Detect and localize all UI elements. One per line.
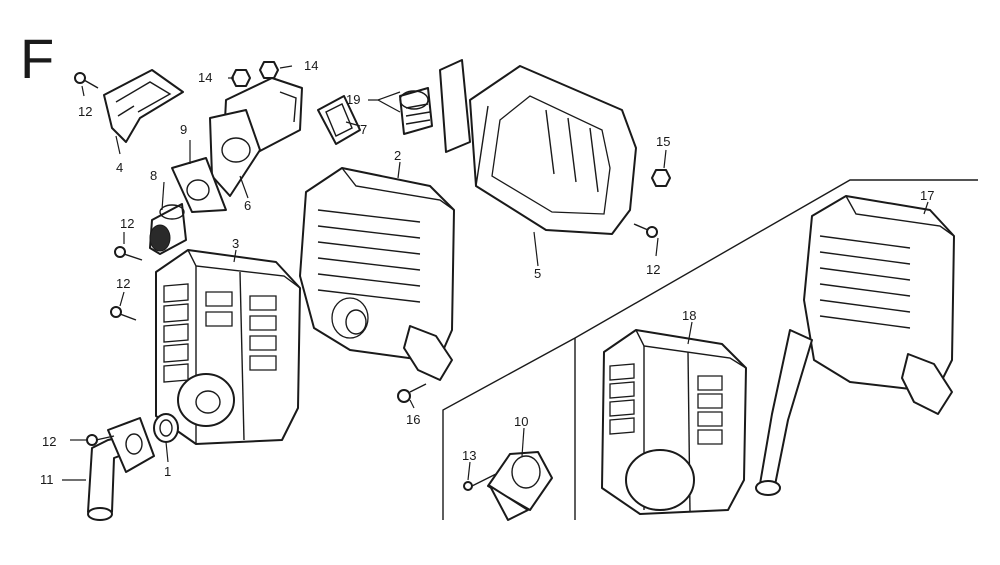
part-18-muffler[interactable] bbox=[601, 329, 747, 515]
leader-lines bbox=[62, 65, 929, 481]
callout-1: 1 bbox=[164, 464, 171, 479]
part-1-gasket-ring[interactable] bbox=[153, 413, 179, 443]
section-letter: F bbox=[20, 27, 54, 90]
callout-2: 2 bbox=[394, 148, 401, 163]
callout-5: 5 bbox=[534, 266, 541, 281]
callout-12: 12 bbox=[120, 216, 134, 231]
bolt-16[interactable] bbox=[397, 383, 427, 403]
callout-10: 10 bbox=[514, 414, 528, 429]
callout-18: 18 bbox=[682, 308, 696, 323]
part-5-muffler-protector[interactable] bbox=[469, 65, 637, 235]
callout-12: 12 bbox=[42, 434, 56, 449]
part-11-exhaust-elbow[interactable] bbox=[87, 417, 155, 521]
part-9-gasket[interactable] bbox=[171, 157, 227, 213]
nut-15[interactable] bbox=[651, 169, 671, 187]
nut-14a[interactable] bbox=[231, 69, 251, 87]
callout-17: 17 bbox=[920, 188, 934, 203]
callout-12: 12 bbox=[78, 104, 92, 119]
part-17-muffler-tailpipe[interactable] bbox=[755, 195, 955, 496]
bolt-12e[interactable] bbox=[633, 223, 658, 238]
nut-14b[interactable] bbox=[259, 61, 279, 79]
callout-14: 14 bbox=[304, 58, 318, 73]
callout-16: 16 bbox=[406, 412, 420, 427]
bolt-12b[interactable] bbox=[114, 246, 143, 261]
callout-11: 11 bbox=[40, 472, 54, 487]
part-10-deflector[interactable] bbox=[487, 451, 553, 521]
callout-9: 9 bbox=[180, 122, 187, 137]
callout-12: 12 bbox=[646, 262, 660, 277]
callout-12: 12 bbox=[116, 276, 130, 291]
bolt-12a[interactable] bbox=[74, 72, 99, 89]
part-2-muffler[interactable] bbox=[299, 167, 455, 381]
part-6-exhaust-pipe[interactable] bbox=[209, 77, 303, 197]
bolt-12c[interactable] bbox=[110, 306, 137, 321]
callout-15: 15 bbox=[656, 134, 670, 149]
callout-labels: 12 4 12 12 12 12 14 14 9 8 6 7 19 2 3 5 … bbox=[40, 58, 934, 487]
callout-4: 4 bbox=[116, 160, 123, 175]
callout-6: 6 bbox=[244, 198, 251, 213]
part-7-gasket[interactable] bbox=[317, 95, 361, 145]
part-8-spark-arrester[interactable] bbox=[149, 203, 187, 255]
callout-7: 7 bbox=[360, 122, 367, 137]
part-19-silencer-cap[interactable] bbox=[399, 59, 471, 153]
callout-13: 13 bbox=[462, 448, 476, 463]
callout-19: 19 bbox=[346, 92, 360, 107]
callout-3: 3 bbox=[232, 236, 239, 251]
callout-14: 14 bbox=[198, 70, 212, 85]
callout-8: 8 bbox=[150, 168, 157, 183]
part-3-muffler[interactable] bbox=[155, 249, 301, 445]
bolt-12d[interactable] bbox=[86, 434, 115, 446]
section-dividers bbox=[442, 179, 978, 520]
bolt-13[interactable] bbox=[463, 473, 497, 491]
part-4-heat-protector[interactable] bbox=[103, 69, 184, 143]
